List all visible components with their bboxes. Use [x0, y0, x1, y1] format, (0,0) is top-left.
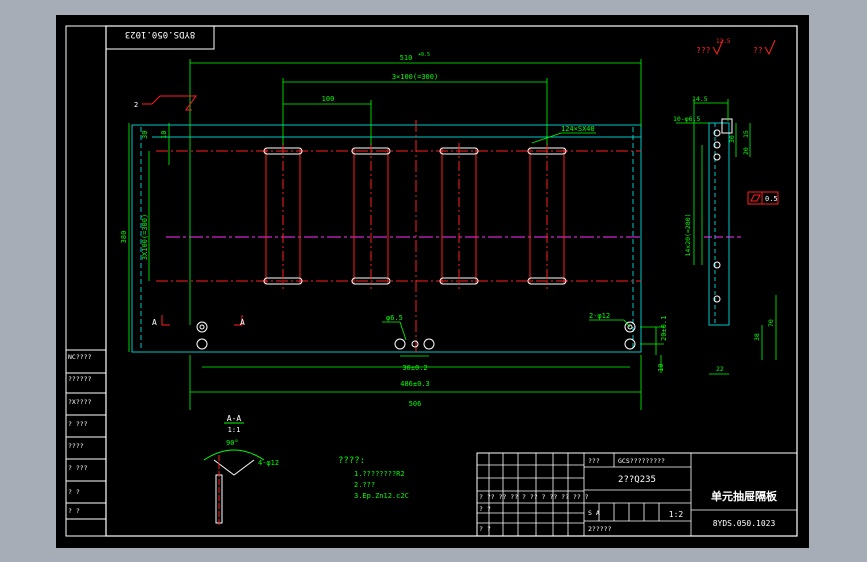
side-dim-22: 22	[716, 365, 724, 373]
section-marks: A A	[152, 315, 245, 327]
flatness-value: 0.5	[765, 195, 778, 203]
roughness-label-2: ??	[753, 46, 763, 55]
hole-right-bottom	[624, 338, 636, 350]
left-column-table: NC???? ?????? ?X???? ? ??? ???? ? ??? ? …	[65, 349, 107, 537]
hole-center-left	[394, 338, 406, 350]
note-2: 2.???	[354, 481, 375, 489]
section-holes: 4-φ12	[258, 459, 279, 467]
dim-30: 30±0.2	[402, 364, 427, 372]
dim-2x12: 2-φ12	[589, 312, 610, 320]
cad-drawing: 8YDS.050.1023 ??? 12.5 ??	[65, 25, 798, 537]
section-title: A-A	[227, 414, 242, 423]
section-mark-right: A	[240, 318, 245, 327]
flatness-icon	[750, 194, 761, 202]
notes: ????: 1.????????R2 2.??? 3.Ep.Zn12.c2C	[338, 456, 409, 500]
left-col-row-4: ? ???	[68, 420, 88, 428]
tb-header-left: ???	[588, 457, 600, 465]
tb-grid-row-1: ? ?? ?? ?? ? ?? ? ?? ?? ?? ?	[479, 493, 589, 501]
title-block: ??? GCS????????? 2??Q235 S A 1:2 2????? …	[476, 452, 798, 537]
dim-left-10: 10	[160, 131, 168, 139]
drawing-canvas[interactable]: 8YDS.050.1023 ??? 12.5 ??	[56, 15, 809, 548]
side-dim-38: 38	[753, 333, 761, 341]
side-dim-70: 70	[767, 319, 775, 327]
dim-20: 20±0.1	[660, 316, 668, 341]
left-col-row-8: ? ?	[68, 507, 80, 515]
dimension-texts: 510 +0.5 3×100(=300) 100 30 10 3X100(=30…	[120, 52, 668, 408]
dim-100: 100	[322, 95, 335, 103]
roughness-check-icon-2	[764, 39, 776, 56]
hole-left-top	[196, 321, 208, 333]
hole-left-bottom	[196, 338, 208, 350]
left-col-row-1: NC????	[68, 353, 92, 361]
side-view-body	[708, 122, 730, 326]
tb-header-code: GCS?????????	[618, 457, 665, 465]
note-3: 3.Ep.Zn12.c2C	[354, 492, 409, 500]
side-dim-14x20: 14x20(=280)	[684, 213, 692, 256]
tb-drawing-number: 8YDS.050.1023	[713, 519, 776, 528]
flatness-frame	[747, 191, 779, 205]
roughness-value: 12.5	[716, 38, 731, 45]
tb-marks: S A	[588, 509, 600, 517]
hole-right-top-inner	[627, 324, 633, 330]
section-mark-left: A	[152, 318, 157, 327]
side-hole-label: 10-φ6.5	[673, 115, 700, 123]
hole-left-top-inner	[199, 324, 205, 330]
side-dim-145: 14.5	[692, 95, 708, 103]
inner-border	[105, 25, 798, 537]
slots	[263, 143, 567, 289]
dim-3x100: 3×100(=300)	[392, 73, 438, 81]
section-angle: 90°	[226, 439, 239, 447]
hole-right-top	[624, 321, 636, 333]
leader-2-label: 2	[134, 101, 138, 109]
drawing-number-upside: 8YDS.050.1023	[125, 29, 195, 39]
plate-outline	[131, 124, 642, 353]
dim-380: 380	[120, 231, 128, 244]
dim-510-tol: +0.5	[418, 52, 430, 58]
mounting-holes	[196, 321, 636, 350]
dim-hole-65: φ6.5	[386, 314, 403, 322]
section-view: A-A 1:1 90° 4-φ12	[203, 414, 279, 525]
tb-part-name: 单元抽屉隔板	[711, 489, 778, 503]
left-col-row-5: ????	[68, 442, 84, 450]
tb-material: 2??Q235	[618, 475, 656, 485]
left-col-row-7: ? ?	[68, 488, 80, 496]
hole-center	[411, 340, 419, 348]
dim-510: 510	[400, 54, 413, 62]
side-dim-15: 15	[742, 130, 750, 138]
slot-label: 124×SX40	[561, 125, 595, 133]
side-dim-30: 30	[728, 135, 736, 143]
section-scale: 1:1	[228, 426, 241, 434]
roughness-label: ???	[696, 46, 711, 55]
dim-vert-3x100: 3X100(=300)	[141, 214, 149, 260]
roughness-check-icon	[712, 39, 724, 56]
left-col-row-2: ??????	[68, 375, 92, 383]
drawing-number-box	[105, 25, 215, 50]
dim-506: 506	[409, 400, 422, 408]
left-col-row-6: ? ???	[68, 464, 88, 472]
notes-title: ????:	[338, 456, 365, 466]
note-1: 1.????????R2	[354, 470, 405, 478]
dimension-lines	[128, 59, 664, 410]
tb-grid-row-2: ? ?	[479, 505, 491, 513]
dim-left-30: 30	[141, 131, 149, 139]
dim-486: 486±0.3	[400, 380, 430, 388]
leader-2-line	[142, 95, 197, 111]
side-view: 14.5 10-φ6.5 30 20 15 14x20(=280) 70 38 …	[673, 95, 779, 375]
tb-footer: 2?????	[588, 525, 612, 533]
tb-grid-row-3: ? ?	[479, 525, 491, 533]
hole-center-right	[423, 338, 435, 350]
left-col-row-3: ?X????	[68, 398, 92, 406]
side-dim-20: 20	[742, 147, 750, 155]
dim-10: 10	[657, 364, 665, 372]
tb-scale: 1:2	[669, 510, 684, 519]
main-view: 510 +0.5 3×100(=300) 100 30 10 3X100(=30…	[120, 52, 668, 410]
